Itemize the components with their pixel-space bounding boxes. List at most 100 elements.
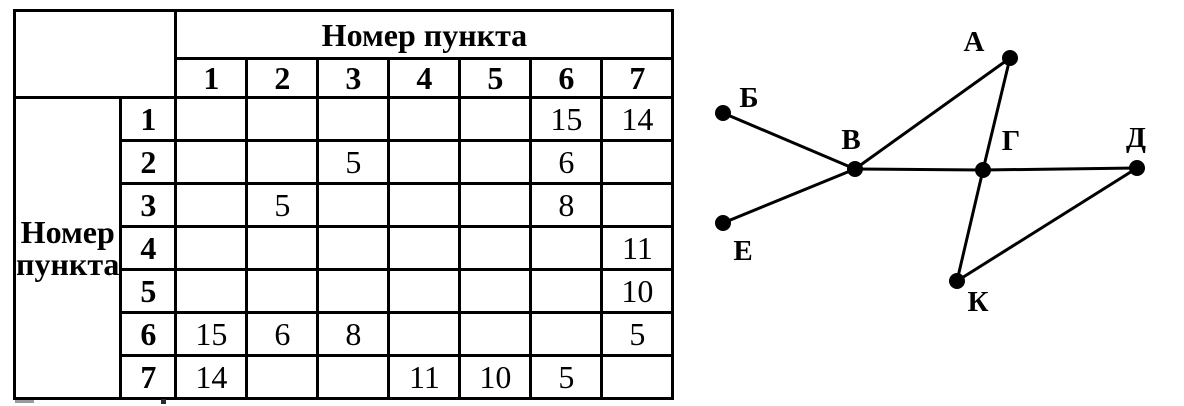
cell-r5-c7: 10 bbox=[600, 268, 675, 314]
cell-r7-c5: 10 bbox=[458, 354, 533, 400]
row-group-header-line2: пункта bbox=[16, 246, 120, 282]
graph-node-dot-К bbox=[949, 273, 965, 289]
cell-r5-c5 bbox=[458, 268, 533, 314]
cell-r4-c7: 11 bbox=[600, 225, 675, 271]
graph-edge-Б-В bbox=[722, 111, 856, 171]
cell-r2-c5 bbox=[458, 139, 533, 185]
cell-r2-c4 bbox=[387, 139, 462, 185]
cropped-next-line-fragment-1 bbox=[15, 400, 34, 403]
cell-r7-c4: 11 bbox=[387, 354, 462, 400]
cell-r2-c6: 6 bbox=[529, 139, 604, 185]
cell-r4-c3 bbox=[316, 225, 391, 271]
cell-r2-c3: 5 bbox=[316, 139, 391, 185]
graph-node-dot-Г bbox=[975, 162, 991, 178]
graph-node-dot-Д bbox=[1129, 160, 1145, 176]
cell-r5-c4 bbox=[387, 268, 462, 314]
cell-r7-c2 bbox=[245, 354, 320, 400]
row-header-6: 6 bbox=[119, 311, 178, 357]
graph-edge-А-Г bbox=[981, 57, 1012, 171]
table-row: 5 10 bbox=[15, 268, 675, 314]
cell-r6-c1: 15 bbox=[174, 311, 249, 357]
graph-node-dot-А bbox=[1002, 50, 1018, 66]
table-corner-cell bbox=[12, 9, 178, 99]
cell-r1-c1 bbox=[174, 96, 249, 142]
graph-node-label-Б: Б bbox=[739, 82, 758, 114]
cell-r7-c7 bbox=[600, 354, 675, 400]
graph-node-dot-Б bbox=[715, 105, 731, 121]
graph-node-label-Г: Г bbox=[1002, 125, 1020, 157]
cell-r1-c2 bbox=[245, 96, 320, 142]
column-header-1: 1 bbox=[174, 57, 249, 99]
cell-r5-c6 bbox=[529, 268, 604, 314]
row-header-3: 3 bbox=[119, 182, 178, 228]
row-header-2: 2 bbox=[119, 139, 178, 185]
table-header-row-group: Номер пункта bbox=[12, 9, 675, 99]
cell-r2-c2 bbox=[245, 139, 320, 185]
cell-r1-c3 bbox=[316, 96, 391, 142]
cell-r4-c2 bbox=[245, 225, 320, 271]
graph-edge-В-Г bbox=[854, 167, 984, 172]
column-header-7: 7 bbox=[600, 57, 675, 99]
cell-r1-c7: 14 bbox=[600, 96, 675, 142]
cell-r3-c1 bbox=[174, 182, 249, 228]
graph-node-dot-В bbox=[847, 161, 863, 177]
graph-edge-Г-Д bbox=[982, 166, 1138, 172]
cell-r3-c4 bbox=[387, 182, 462, 228]
cell-r4-c5 bbox=[458, 225, 533, 271]
cell-r6-c2: 6 bbox=[245, 311, 320, 357]
cell-r3-c3 bbox=[316, 182, 391, 228]
graph-node-label-К: К bbox=[967, 286, 988, 318]
graph-edge-В-Е bbox=[722, 167, 856, 225]
cell-r6-c7: 5 bbox=[600, 311, 675, 357]
cell-r3-c6: 8 bbox=[529, 182, 604, 228]
graph-node-label-А: А bbox=[964, 26, 985, 58]
cell-r5-c3 bbox=[316, 268, 391, 314]
cell-r5-c1 bbox=[174, 268, 249, 314]
cell-r1-c6: 15 bbox=[529, 96, 604, 142]
row-header-4: 4 bbox=[119, 225, 178, 271]
column-group-header: Номер пункта bbox=[174, 9, 675, 60]
cell-r6-c5 bbox=[458, 311, 533, 357]
graph-node-label-Д: Д bbox=[1126, 122, 1146, 154]
table-row: 3 5 8 bbox=[15, 182, 675, 228]
cell-r4-c1 bbox=[174, 225, 249, 271]
cell-r7-c6: 5 bbox=[529, 354, 604, 400]
cell-r2-c7 bbox=[600, 139, 675, 185]
graph-edge-В-А bbox=[854, 56, 1011, 171]
column-header-4: 4 bbox=[387, 57, 462, 99]
cropped-next-line-fragment-2 bbox=[161, 399, 166, 404]
cell-r5-c2 bbox=[245, 268, 320, 314]
cell-r3-c2: 5 bbox=[245, 182, 320, 228]
row-header-5: 5 bbox=[119, 268, 178, 314]
graph-edge-Г-К bbox=[955, 169, 985, 282]
table-row: 4 11 bbox=[15, 225, 675, 271]
row-group-header-line1: Номер bbox=[20, 214, 115, 250]
graph-node-label-Е: Е bbox=[733, 235, 752, 267]
graph-node-label-В: В bbox=[841, 124, 860, 156]
row-header-1: 1 bbox=[119, 96, 178, 142]
cell-r7-c1: 14 bbox=[174, 354, 249, 400]
cell-r4-c4 bbox=[387, 225, 462, 271]
table-row: 2 5 6 bbox=[15, 139, 675, 185]
cell-r1-c5 bbox=[458, 96, 533, 142]
row-group-header: Номер пункта bbox=[12, 96, 123, 400]
route-graph: А Б В Г Д Е К bbox=[715, 26, 1146, 318]
column-header-3: 3 bbox=[316, 57, 391, 99]
graph-edge-Д-К bbox=[956, 166, 1138, 283]
cell-r4-c6 bbox=[529, 225, 604, 271]
graph-node-dot-Е bbox=[715, 215, 731, 231]
row-header-7: 7 bbox=[119, 354, 178, 400]
cell-r1-c4 bbox=[387, 96, 462, 142]
cell-r2-c1 bbox=[174, 139, 249, 185]
cell-r3-c5 bbox=[458, 182, 533, 228]
cell-r7-c3 bbox=[316, 354, 391, 400]
column-header-2: 2 bbox=[245, 57, 320, 99]
cell-r6-c4 bbox=[387, 311, 462, 357]
